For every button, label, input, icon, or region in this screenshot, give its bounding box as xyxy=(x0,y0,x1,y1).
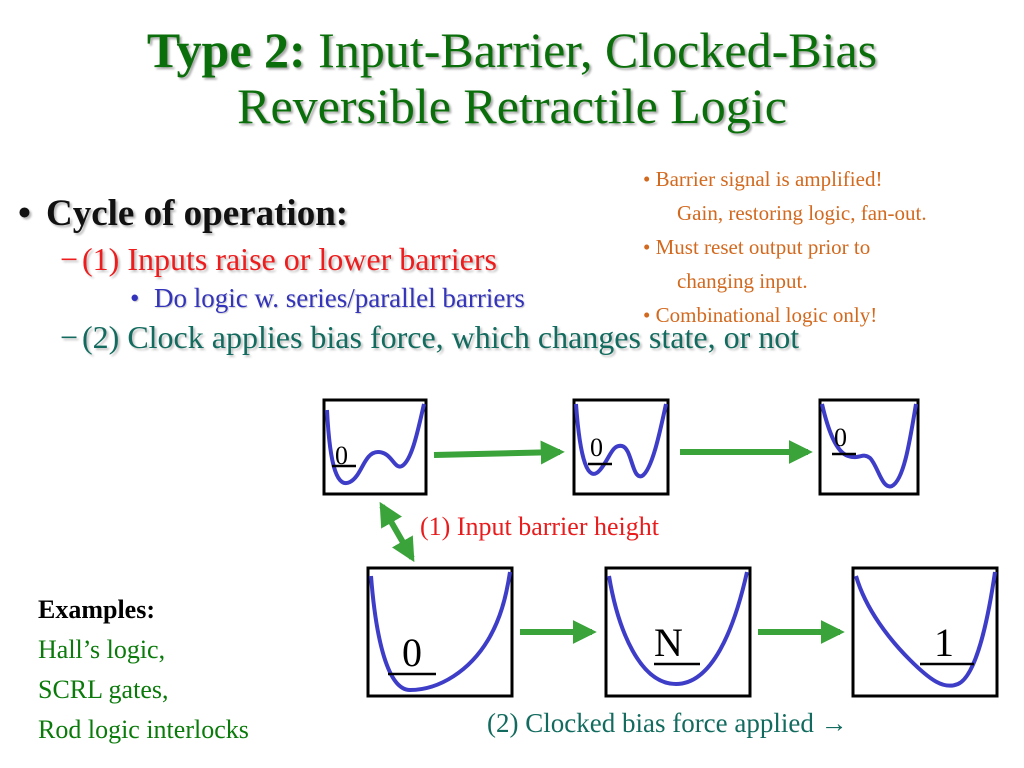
top-well-box-3 xyxy=(818,398,920,496)
bullet-step-1-text: (1) Inputs raise or lower barriers xyxy=(82,241,497,277)
bullet-list: •Cycle of operation: −(1) Inputs raise o… xyxy=(18,190,1018,358)
top-arrow-1 xyxy=(433,440,565,465)
note-line: Gain, restoring logic, fan-out. xyxy=(677,201,927,225)
bullet-step-1: −(1) Inputs raise or lower barriers xyxy=(60,238,1018,280)
bullet-step-1-sub: • Do logic w. series/parallel barriers xyxy=(130,280,1018,316)
input-link-arrow xyxy=(379,501,415,563)
top-well-curve-3 xyxy=(820,403,918,489)
title-line-1-rest: Input-Barrier, Clocked-Bias xyxy=(318,22,878,78)
note-line: • Must reset output prior to xyxy=(643,235,871,259)
examples-block: Examples: Hall’s logic, SCRL gates, Rod … xyxy=(38,590,249,750)
bullet-dash: − xyxy=(60,319,79,355)
examples-heading: Examples: xyxy=(38,595,155,624)
bottom-state-label-1: 0 xyxy=(402,630,422,675)
bullet-cycle: • Cycle of operation: xyxy=(18,190,1018,238)
top-well-curve-2 xyxy=(574,403,668,479)
bullet-dot: • xyxy=(18,193,31,234)
title-line-1: Type 2: Input-Barrier, Clocked-Bias xyxy=(0,22,1024,78)
bullet-dot: • xyxy=(130,283,140,313)
bottom-state-label-2: N xyxy=(654,620,683,665)
bottom-well-curve-1 xyxy=(369,571,512,693)
side-notes: • Barrier signal is amplified! Gain, res… xyxy=(643,162,1023,332)
bottom-well-box-3 xyxy=(851,566,999,698)
top-state-label-2: 0 xyxy=(590,433,603,462)
bottom-well-box-1 xyxy=(366,566,514,698)
slide-title: Type 2: Input-Barrier, Clocked-Bias Reve… xyxy=(0,22,1024,134)
top-well-box-1 xyxy=(322,398,428,496)
title-line-2: Reversible Retractile Logic xyxy=(237,78,787,134)
top-state-label-3: 0 xyxy=(834,423,847,452)
top-well-box-2 xyxy=(572,398,670,496)
bullet-step-1-sub-text: Do logic w. series/parallel barriers xyxy=(154,283,525,313)
bullet-cycle-text: Cycle of operation: xyxy=(46,193,349,234)
bottom-well-curve-2 xyxy=(607,571,749,687)
bullet-step-2-text: (2) Clock applies bias force, which chan… xyxy=(82,319,800,355)
note-line: • Combinational logic only! xyxy=(643,303,878,327)
top-well-curve-1 xyxy=(325,403,426,486)
bullet-step-2: −(2) Clock applies bias force, which cha… xyxy=(60,316,1018,358)
example-item: Hall’s logic, xyxy=(38,635,166,664)
note-line: changing input. xyxy=(677,269,808,293)
bottom-well-box-2 xyxy=(604,566,752,698)
input-barrier-label: (1) Input barrier height xyxy=(420,512,659,541)
bottom-state-label-3: 1 xyxy=(934,620,954,665)
example-item: SCRL gates, xyxy=(38,675,169,704)
title-type-label: Type 2: xyxy=(146,22,306,78)
note-line: • Barrier signal is amplified! xyxy=(643,167,883,191)
bottom-well-curve-3 xyxy=(854,571,997,688)
top-state-label-1: 0 xyxy=(335,441,348,470)
example-item: Rod logic interlocks xyxy=(38,715,249,744)
clocked-bias-label: (2) Clocked bias force applied → xyxy=(487,708,848,738)
bullet-dash: − xyxy=(60,241,79,277)
